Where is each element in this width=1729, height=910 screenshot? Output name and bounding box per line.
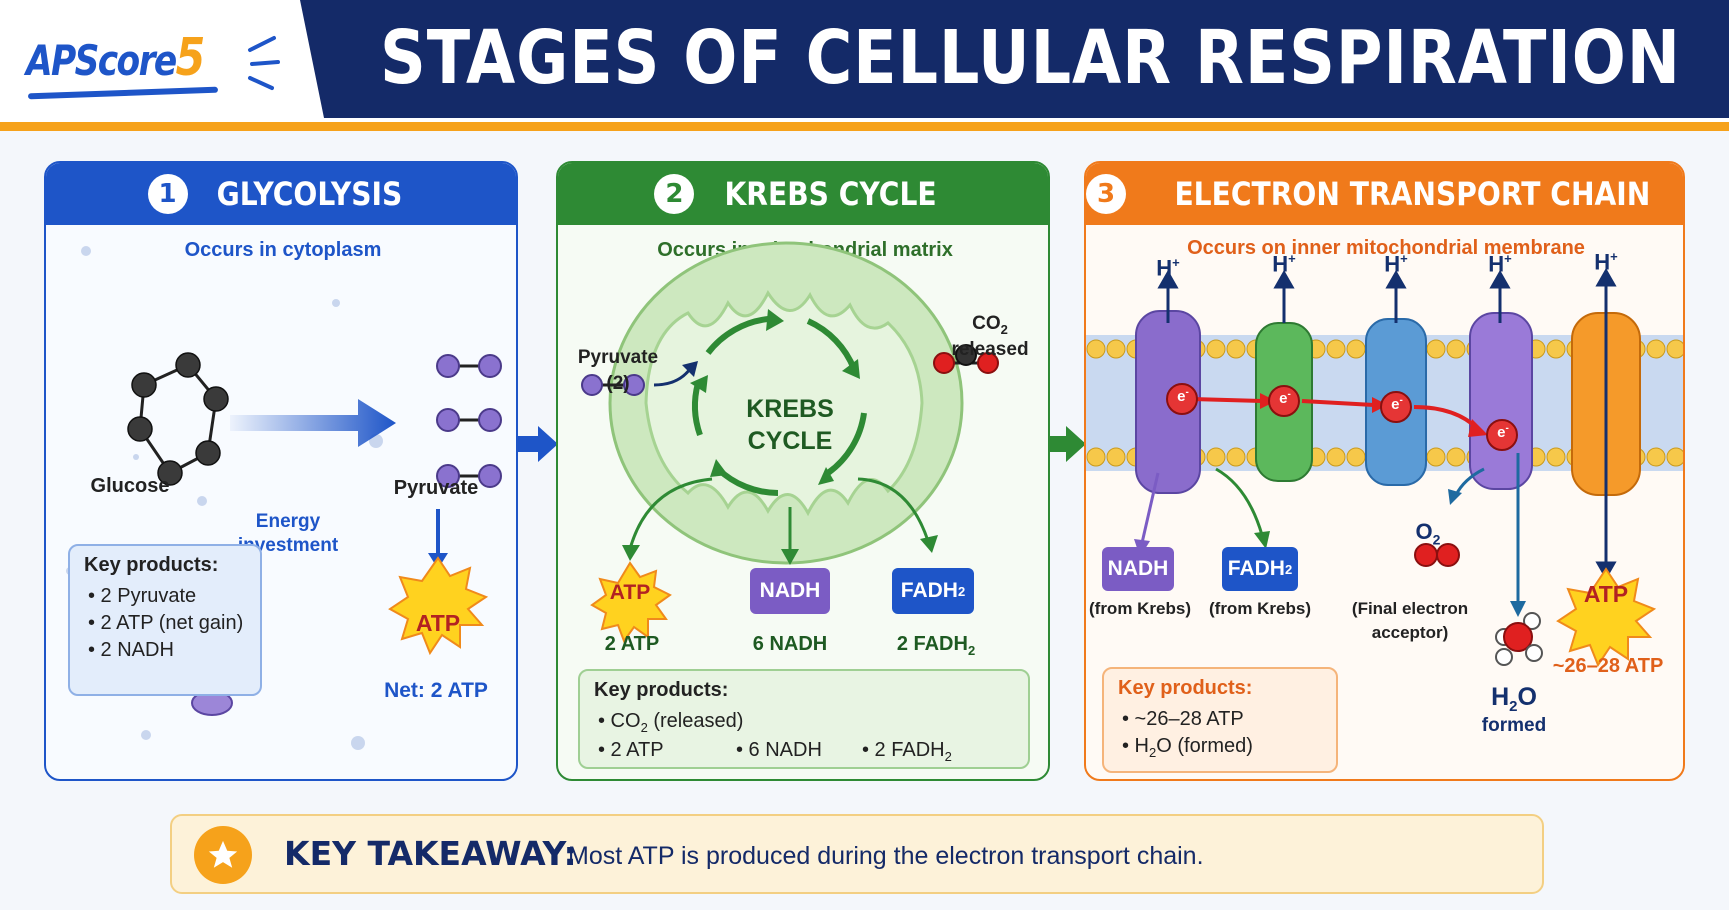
proton-label-4: H+ — [1488, 251, 1512, 277]
cycle-label-krebs: KREBS — [746, 395, 834, 423]
etc-title: ELECTRON TRANSPORT CHAIN — [1174, 175, 1651, 213]
krebs-key-fadh2: • 2 FADH2 — [862, 739, 952, 764]
co2-released-label: released — [951, 339, 1029, 360]
krebs-key-co2: • CO2 (released) — [598, 710, 744, 735]
o2-formula: O2 — [1415, 519, 1441, 548]
krebs-out-atp: 2 ATP — [604, 633, 660, 655]
brand-name: APScore5 — [26, 28, 206, 88]
key-takeaway-banner: KEY TAKEAWAY: Most ATP is produced durin… — [170, 814, 1544, 894]
complex-iv-icon — [1469, 312, 1533, 490]
krebs-key-products: Key products: • CO2 (released) • 2 ATP •… — [578, 669, 1030, 769]
key-item-pyruvate: • 2 Pyruvate — [88, 585, 197, 607]
electron-label-2: e- — [1279, 389, 1291, 407]
krebs-key-title: Key products: — [594, 679, 729, 701]
stage-arrow-2-icon — [1042, 426, 1086, 462]
etc-panel: 3 ELECTRON TRANSPORT CHAIN Occurs on inn… — [1084, 161, 1685, 781]
etc-key-h2o: • H2O (formed) — [1122, 735, 1253, 760]
key-item-atp: • 2 ATP (net gain) — [88, 612, 244, 634]
etc-key-title: Key products: — [1118, 677, 1253, 699]
header: APScore5 STAGES OF CELLULAR RESPIRATION — [0, 0, 1729, 122]
etc-header: 3 ELECTRON TRANSPORT CHAIN — [1086, 163, 1683, 225]
etc-key-atp: • ~26–28 ATP — [1122, 708, 1244, 730]
krebs-number: 2 — [654, 174, 695, 214]
krebs-nadh-badge: NADH — [750, 568, 830, 614]
header-rule — [0, 122, 1729, 131]
etc-diagram — [1086, 267, 1683, 668]
takeaway-text: Most ATP is produced during the electron… — [568, 842, 1204, 870]
krebs-header: 2 KREBS CYCLE — [558, 163, 1048, 225]
etc-atp-starburst-icon — [1556, 567, 1657, 668]
krebs-atp-badge-text: ATP — [609, 581, 651, 604]
electron-label-3: e- — [1391, 395, 1403, 413]
krebs-out-nadh: 6 NADH — [752, 633, 828, 655]
glycolysis-header: 1 GLYCOLYSIS — [46, 163, 516, 225]
pyruvate-input-icon — [581, 361, 698, 396]
krebs-key-row: • 2 ATP • 6 NADH • 2 FADH2 — [598, 739, 1014, 764]
etc-location: Occurs on inner mitochondrial membrane — [1187, 237, 1585, 259]
pyruvate-molecules-icon — [436, 354, 502, 488]
glycolysis-number: 1 — [147, 174, 188, 214]
glycolysis-title: GLYCOLYSIS — [216, 175, 402, 213]
proton-label-3: H+ — [1384, 251, 1408, 277]
arrow-label-investment: investment — [237, 535, 339, 556]
cycle-label-cycle: CYCLE — [747, 427, 833, 455]
proton-label-5: H+ — [1594, 249, 1618, 275]
co2-formula: CO2 — [972, 313, 1008, 337]
glucose-label: Glucose — [90, 475, 170, 497]
o2-note-2: acceptor) — [1371, 623, 1449, 642]
pyruvate-input-label: Pyruvate — [577, 347, 659, 368]
glycolysis-diagram — [66, 246, 502, 750]
net-atp-label: Net: 2 ATP — [384, 679, 488, 702]
etc-key-products: Key products: • ~26–28 ATP • H2O (formed… — [1102, 667, 1338, 773]
brand-number: 5 — [175, 28, 206, 88]
krebs-panel: 2 KREBS CYCLE Occurs in mitochondrial ma… — [556, 161, 1050, 781]
star-icon — [194, 826, 252, 884]
arrow-label-energy: Energy — [255, 511, 321, 532]
atp-starburst-icon — [388, 556, 489, 656]
etc-fadh2-note: (from Krebs) — [1208, 599, 1312, 618]
pyruvate-label: Pyruvate — [393, 477, 479, 499]
electron-icons — [1166, 383, 1518, 451]
spark-rays-icon — [248, 36, 280, 90]
etc-number: 3 — [1086, 174, 1127, 214]
star-shape-icon — [208, 840, 238, 868]
takeaway-label: KEY TAKEAWAY: — [284, 834, 577, 873]
proton-label-1: H+ — [1156, 255, 1180, 281]
energy-investment-arrow-icon — [230, 399, 396, 447]
header-band — [300, 0, 1729, 118]
etc-nadh-note: (from Krebs) — [1088, 599, 1192, 618]
glycolysis-key-products: Key products: • 2 Pyruvate • 2 ATP (net … — [68, 544, 262, 696]
krebs-out-fadh2: 2 FADH2 — [896, 633, 976, 658]
etc-atp-yield: ~26–28 ATP — [1552, 655, 1664, 677]
o2-molecule-icon — [1414, 543, 1460, 567]
page-title: STAGES OF CELLULAR RESPIRATION — [380, 15, 1681, 101]
brand-underline — [27, 86, 219, 100]
h2o-molecule-icon — [1495, 612, 1543, 666]
brand-logo: APScore5 — [26, 28, 280, 100]
electron-label-4: e- — [1497, 423, 1509, 441]
key-item-nadh: • 2 NADH — [88, 639, 174, 661]
co2-molecule-icon — [933, 344, 999, 374]
h2o-formula: H2O — [1491, 683, 1537, 715]
etc-nadh-badge: NADH — [1102, 547, 1174, 591]
pyruvate-input-count: (2) — [606, 373, 630, 394]
krebs-key-nadh: • 6 NADH — [736, 739, 822, 761]
key-products-title: Key products: — [84, 554, 219, 576]
o2-note-1: (Final electron — [1351, 599, 1469, 618]
electron-label-1: e- — [1177, 387, 1189, 405]
proton-label-2: H+ — [1272, 251, 1296, 277]
glycolysis-panel: 1 GLYCOLYSIS Occurs in cytoplasm — [44, 161, 518, 781]
krebs-key-atp: • 2 ATP — [598, 739, 664, 761]
krebs-diagram — [581, 241, 999, 644]
h2o-note: formed — [1481, 715, 1547, 736]
krebs-atp-starburst-icon — [590, 561, 672, 644]
krebs-title: KREBS CYCLE — [724, 175, 938, 213]
atp-badge-text: ATP — [415, 610, 461, 636]
etc-atp-badge-text: ATP — [1583, 581, 1629, 607]
stage-arrow-1-icon — [514, 426, 558, 462]
glycolysis-location: Occurs in cytoplasm — [184, 239, 382, 261]
